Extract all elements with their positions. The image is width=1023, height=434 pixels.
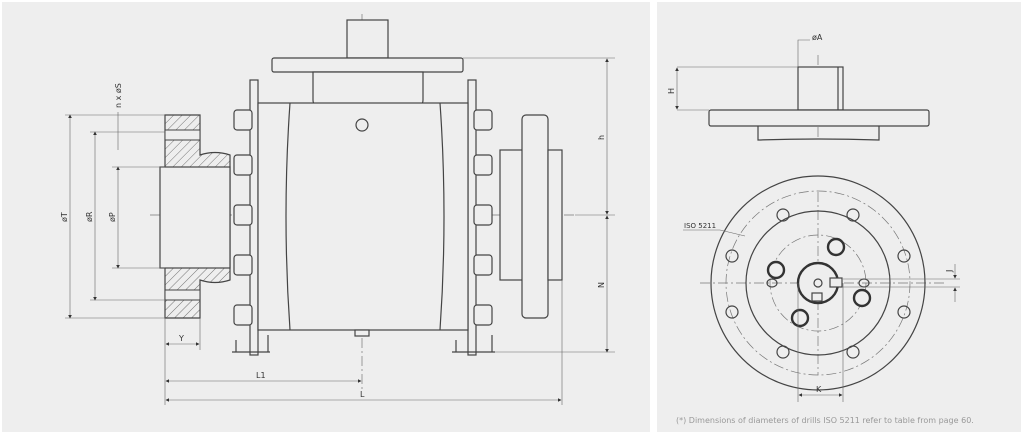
label-iso: ISO 5211 (684, 222, 716, 230)
label-T: øT (60, 212, 69, 222)
label-nxS: n x øS (114, 83, 123, 108)
actuator-flange-view: ISO 5211 J K (683, 175, 960, 402)
bolts (233, 109, 493, 326)
label-R: øR (85, 211, 94, 222)
valve-front-view: n x øS øT øR øP Y L1 L h N (60, 14, 615, 405)
label-J: J (945, 270, 954, 273)
label-K: K (816, 385, 822, 394)
label-h: h (597, 135, 606, 140)
label-H: H (667, 88, 676, 94)
label-N: N (597, 282, 606, 288)
footnote: (*) Dimensions of diameters of drills IS… (676, 416, 974, 425)
bolt-holes (725, 208, 911, 359)
label-A: øA (812, 33, 823, 42)
label-L: L (360, 390, 365, 399)
label-P: øP (108, 212, 117, 222)
label-Y: Y (178, 334, 184, 343)
actuator-top-view: øA H (667, 33, 930, 141)
label-L1: L1 (256, 371, 266, 380)
